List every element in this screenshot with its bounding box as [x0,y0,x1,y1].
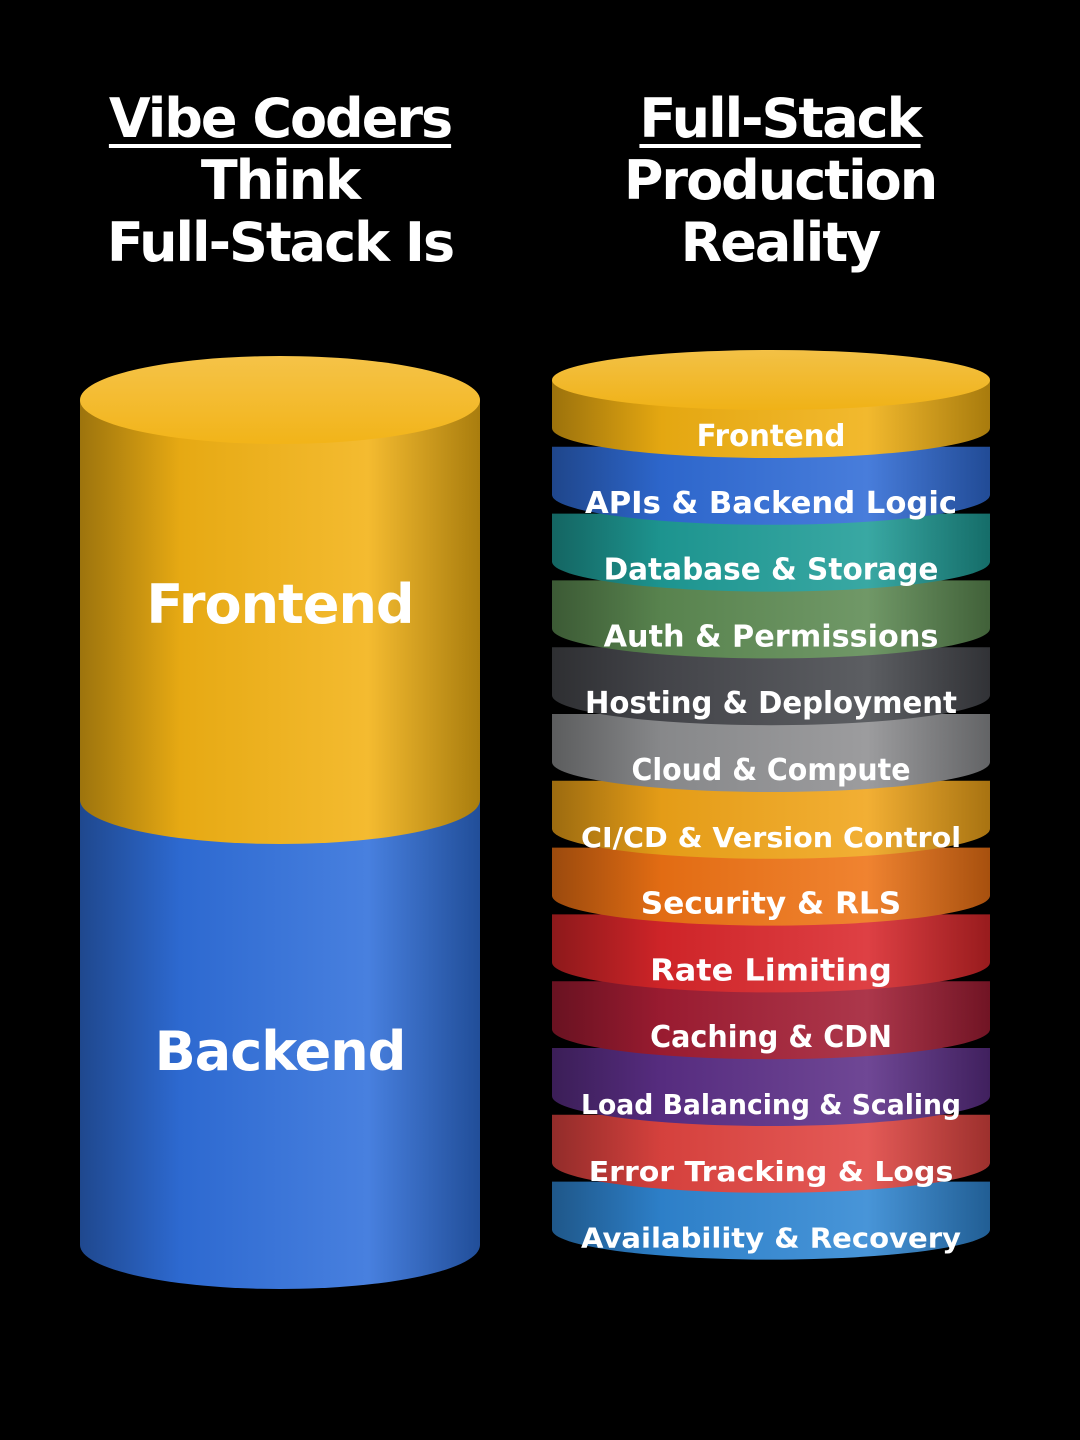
stack-layer-label: Security & RLS [641,887,901,922]
left-heading-line-2: Think [200,149,361,212]
production-layer-stack: Availability & Recovery Error Tracking & … [552,350,990,1260]
stack-layer: APIs & Backend Logic [552,446,990,525]
cylinder-backend-label: Backend [155,1020,406,1083]
stack-layer-label: Rate Limiting [650,953,892,988]
stack-layer: Load Balancing & Scaling [552,1048,990,1126]
right-heading: Full-Stack Production Reality [560,88,1000,274]
stack-layer: Caching & CDN [552,981,990,1060]
stack-layer-label: CI/CD & Version Control [581,821,961,854]
stack-layer-side [552,981,990,1060]
stack-layer-side [552,714,990,792]
stack-layer: Rate Limiting [552,914,990,993]
right-heading-line-3: Reality [680,211,882,274]
stack-layer-side [552,847,990,926]
stack-layer-label: Cloud & Compute [632,753,911,788]
right-heading-line-2: Production [623,149,938,212]
cylinder-backend-side [80,800,480,1289]
left-heading-line-1: Vibe Coders [108,87,453,150]
stack-layer-label: Caching & CDN [650,1020,892,1055]
stack-layer-side [552,914,990,993]
cylinder-frontend-label: Frontend [146,573,413,636]
stack-layer: Security & RLS [552,847,990,926]
stack-layer-side [552,513,990,592]
stack-layer-label: Load Balancing & Scaling [581,1088,961,1121]
stack-layer-side [552,1181,990,1260]
left-heading: Vibe Coders Think Full-Stack Is [60,88,500,274]
stack-top-face [552,350,990,410]
stack-layer-label: Database & Storage [604,553,939,588]
stack-layer-label: Hosting & Deployment [585,686,957,721]
stack-layer-side [552,446,990,525]
stack-layer: Hosting & Deployment [552,647,990,726]
stack-layer: Frontend [552,350,990,458]
stack-layer-label: APIs & Backend Logic [585,486,957,521]
stack-layer: Availability & Recovery [552,1181,990,1260]
stack-layer-label: Auth & Permissions [604,619,939,654]
stack-layer-label: Availability & Recovery [581,1222,961,1255]
stack-layer-side [552,780,990,859]
left-heading-line-3: Full-Stack Is [106,211,455,274]
stack-layer: Database & Storage [552,513,990,592]
right-heading-line-1: Full-Stack [639,87,922,150]
stack-layer-side [552,580,990,659]
stack-layer: Auth & Permissions [552,580,990,659]
stack-layer-side [552,1114,990,1193]
stack-layer-label: Error Tracking & Logs [589,1155,954,1188]
stack-layer-side [552,647,990,726]
stack-layer: Cloud & Compute [552,714,990,792]
stack-layer: Error Tracking & Logs [552,1114,990,1193]
cylinder-frontend-side [80,400,480,844]
cylinder-top-face [80,356,480,444]
stack-layer: CI/CD & Version Control [552,780,990,859]
stack-layer-side [552,1048,990,1126]
stack-layer-label: Frontend [697,419,846,454]
